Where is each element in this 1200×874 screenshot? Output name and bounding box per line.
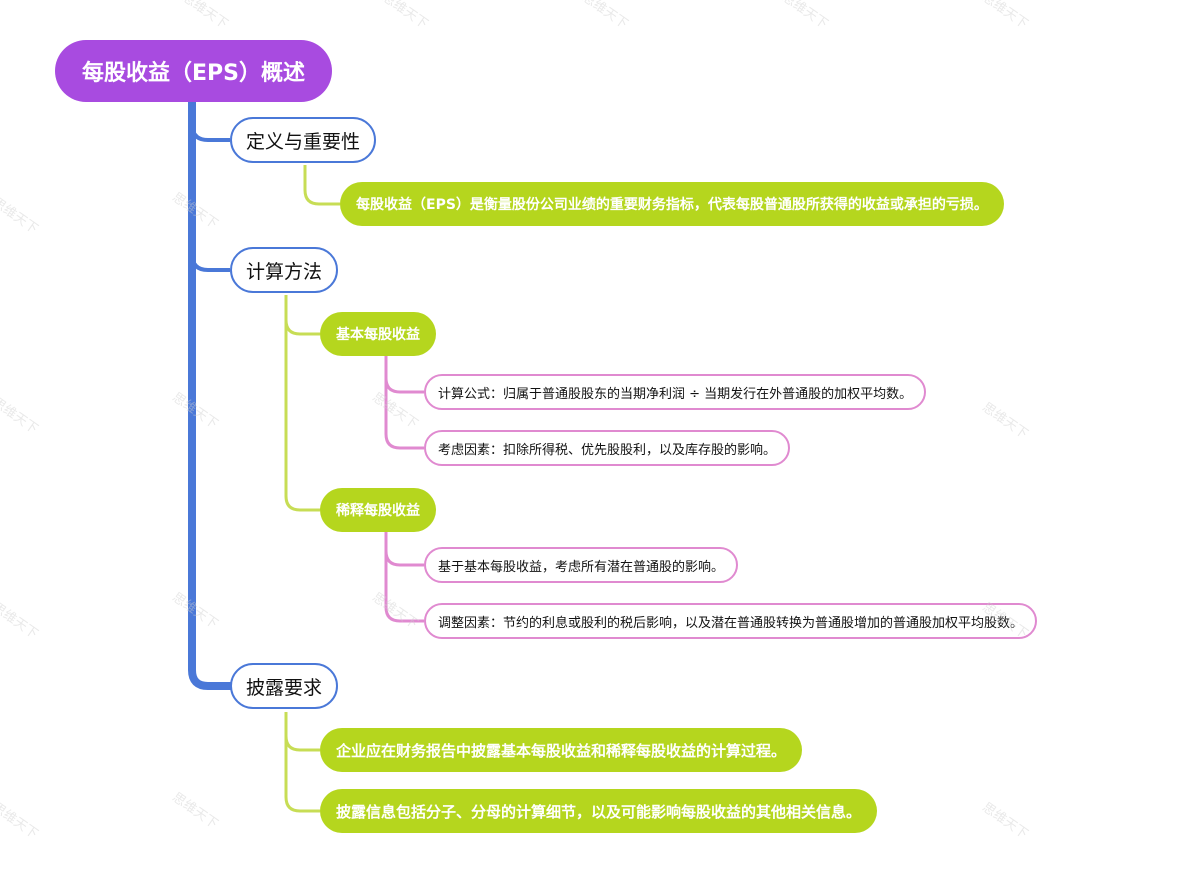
definition-detail[interactable]: 每股收益（EPS）是衡量股份公司业绩的重要财务指标，代表每股普通股所获得的收益或… <box>340 182 1004 226</box>
link-basic <box>284 319 320 336</box>
disclosure-item-1[interactable]: 企业应在财务报告中披露基本每股收益和稀释每股收益的计算过程。 <box>320 728 803 772</box>
subtopic-diluted-eps[interactable]: 稀释每股收益 <box>320 488 436 532</box>
branch-line-definition <box>190 123 230 142</box>
subtopic-basic-eps[interactable]: 基本每股收益 <box>320 312 436 356</box>
link-disclosure-children <box>284 712 320 813</box>
link-basic-children <box>384 356 424 450</box>
topic-calculation[interactable]: 计算方法 <box>230 247 339 293</box>
link-diluted-basis <box>384 550 424 567</box>
link-definition-detail <box>303 165 340 206</box>
link-basic-formula <box>384 377 424 394</box>
disclosure-item-2[interactable]: 披露信息包括分子、分母的计算细节，以及可能影响每股收益的其他相关信息。 <box>320 789 878 833</box>
diluted-eps-basis[interactable]: 基于基本每股收益，考虑所有潜在普通股的影响。 <box>424 547 739 583</box>
link-calculation-children <box>284 295 320 512</box>
link-disclosure-item1 <box>284 735 320 752</box>
trunk-line <box>188 96 234 690</box>
diluted-eps-adjustments[interactable]: 调整因素：节约的利息或股利的税后影响，以及潜在普通股转换为普通股增加的普通股加权… <box>424 603 1038 639</box>
branch-line-calculation <box>190 253 230 272</box>
basic-eps-formula[interactable]: 计算公式：归属于普通股股东的当期净利润 ÷ 当期发行在外普通股的加权平均数。 <box>424 374 927 410</box>
basic-eps-factors[interactable]: 考虑因素：扣除所得税、优先股股利，以及库存股的影响。 <box>424 430 791 466</box>
root-node[interactable]: 每股收益（EPS）概述 <box>55 40 332 102</box>
link-diluted-children <box>384 532 424 623</box>
topic-definition[interactable]: 定义与重要性 <box>230 117 377 163</box>
topic-disclosure[interactable]: 披露要求 <box>230 663 339 709</box>
